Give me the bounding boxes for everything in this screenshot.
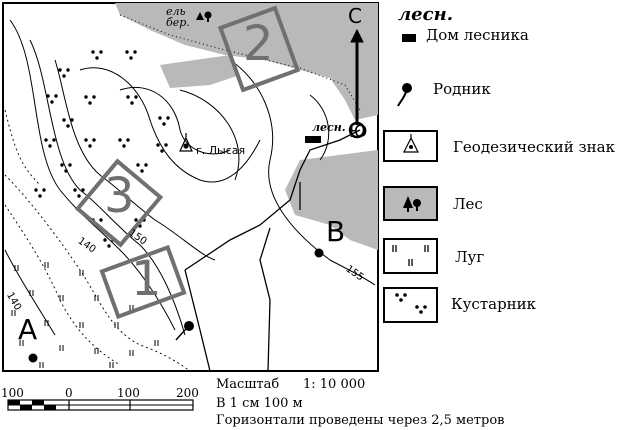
contour-lines-dotted bbox=[4, 109, 191, 372]
geodetic-mark-icon bbox=[179, 133, 193, 152]
legend-shrub-box bbox=[383, 287, 438, 323]
legend-label-spring: Родник bbox=[433, 80, 491, 98]
forester-label: лесн. bbox=[312, 121, 346, 134]
area-2-number: 2 bbox=[243, 16, 274, 72]
legend-meadow-icon bbox=[392, 245, 429, 266]
forest-area-east bbox=[285, 150, 378, 250]
forest-area-patch bbox=[160, 55, 240, 88]
legend-label-meadow: Луг bbox=[455, 248, 485, 266]
point-b-marker bbox=[314, 248, 324, 258]
compass-arrow bbox=[348, 28, 366, 139]
legend-label-forest: Лес bbox=[453, 195, 483, 213]
area-1-number: 1 bbox=[131, 251, 162, 307]
spring-icon bbox=[184, 321, 194, 331]
shrub-symbols bbox=[34, 50, 170, 248]
scale-bar-graphic bbox=[7, 399, 194, 411]
forest-tree-icon bbox=[196, 11, 212, 22]
area-3-frame bbox=[74, 158, 164, 248]
point-a-marker bbox=[28, 353, 38, 363]
forest-label-birch: бер. bbox=[166, 16, 190, 29]
area-2-frame bbox=[217, 5, 301, 93]
point-a-label: A bbox=[18, 313, 38, 346]
legend-heading: лесн. bbox=[398, 4, 453, 25]
forest-area-north bbox=[115, 3, 378, 120]
legend-shrub-icon bbox=[395, 293, 427, 314]
area-3-number: 3 bbox=[104, 168, 135, 224]
scale-contour-interval: Горизонтали проведены через 2,5 метров bbox=[216, 413, 505, 428]
scale-tick-200: 200 bbox=[176, 386, 199, 400]
forest-label-spruce: ель bbox=[166, 5, 186, 18]
hill-label: г. Лысая bbox=[196, 144, 246, 157]
legend-meadow-box bbox=[383, 238, 438, 274]
legend-geodetic-box bbox=[383, 130, 438, 162]
compass-north-label: С bbox=[348, 4, 362, 28]
scale-tick-0: 0 bbox=[65, 386, 73, 400]
legend-geodetic-icon bbox=[403, 134, 419, 153]
compass-south-label: Ю bbox=[349, 122, 368, 142]
point-b-label: B bbox=[326, 215, 346, 248]
area-1-frame bbox=[99, 244, 187, 320]
scale-unit-line: В 1 см 100 м bbox=[216, 396, 303, 411]
area-frames bbox=[74, 5, 301, 320]
scale-title: Масштаб bbox=[216, 377, 280, 392]
legend-forest-box bbox=[383, 186, 438, 221]
scale-tick-100-left: 100 bbox=[1, 386, 24, 400]
legend-label-geodetic: Геодезический знак bbox=[453, 138, 615, 156]
meadow-symbols bbox=[11, 262, 159, 368]
legend-forest-icon bbox=[403, 196, 421, 212]
legend-label-shrub: Кустарник bbox=[451, 295, 537, 313]
roads bbox=[184, 129, 361, 372]
scale-tick-100: 100 bbox=[117, 386, 140, 400]
legend-label-forester-house: Дом лесника bbox=[426, 26, 529, 44]
scale-ratio: 1: 10 000 bbox=[303, 377, 366, 392]
legend-spring-icon bbox=[397, 83, 412, 107]
legend-house-icon bbox=[402, 34, 416, 42]
forester-house-icon bbox=[305, 136, 321, 143]
